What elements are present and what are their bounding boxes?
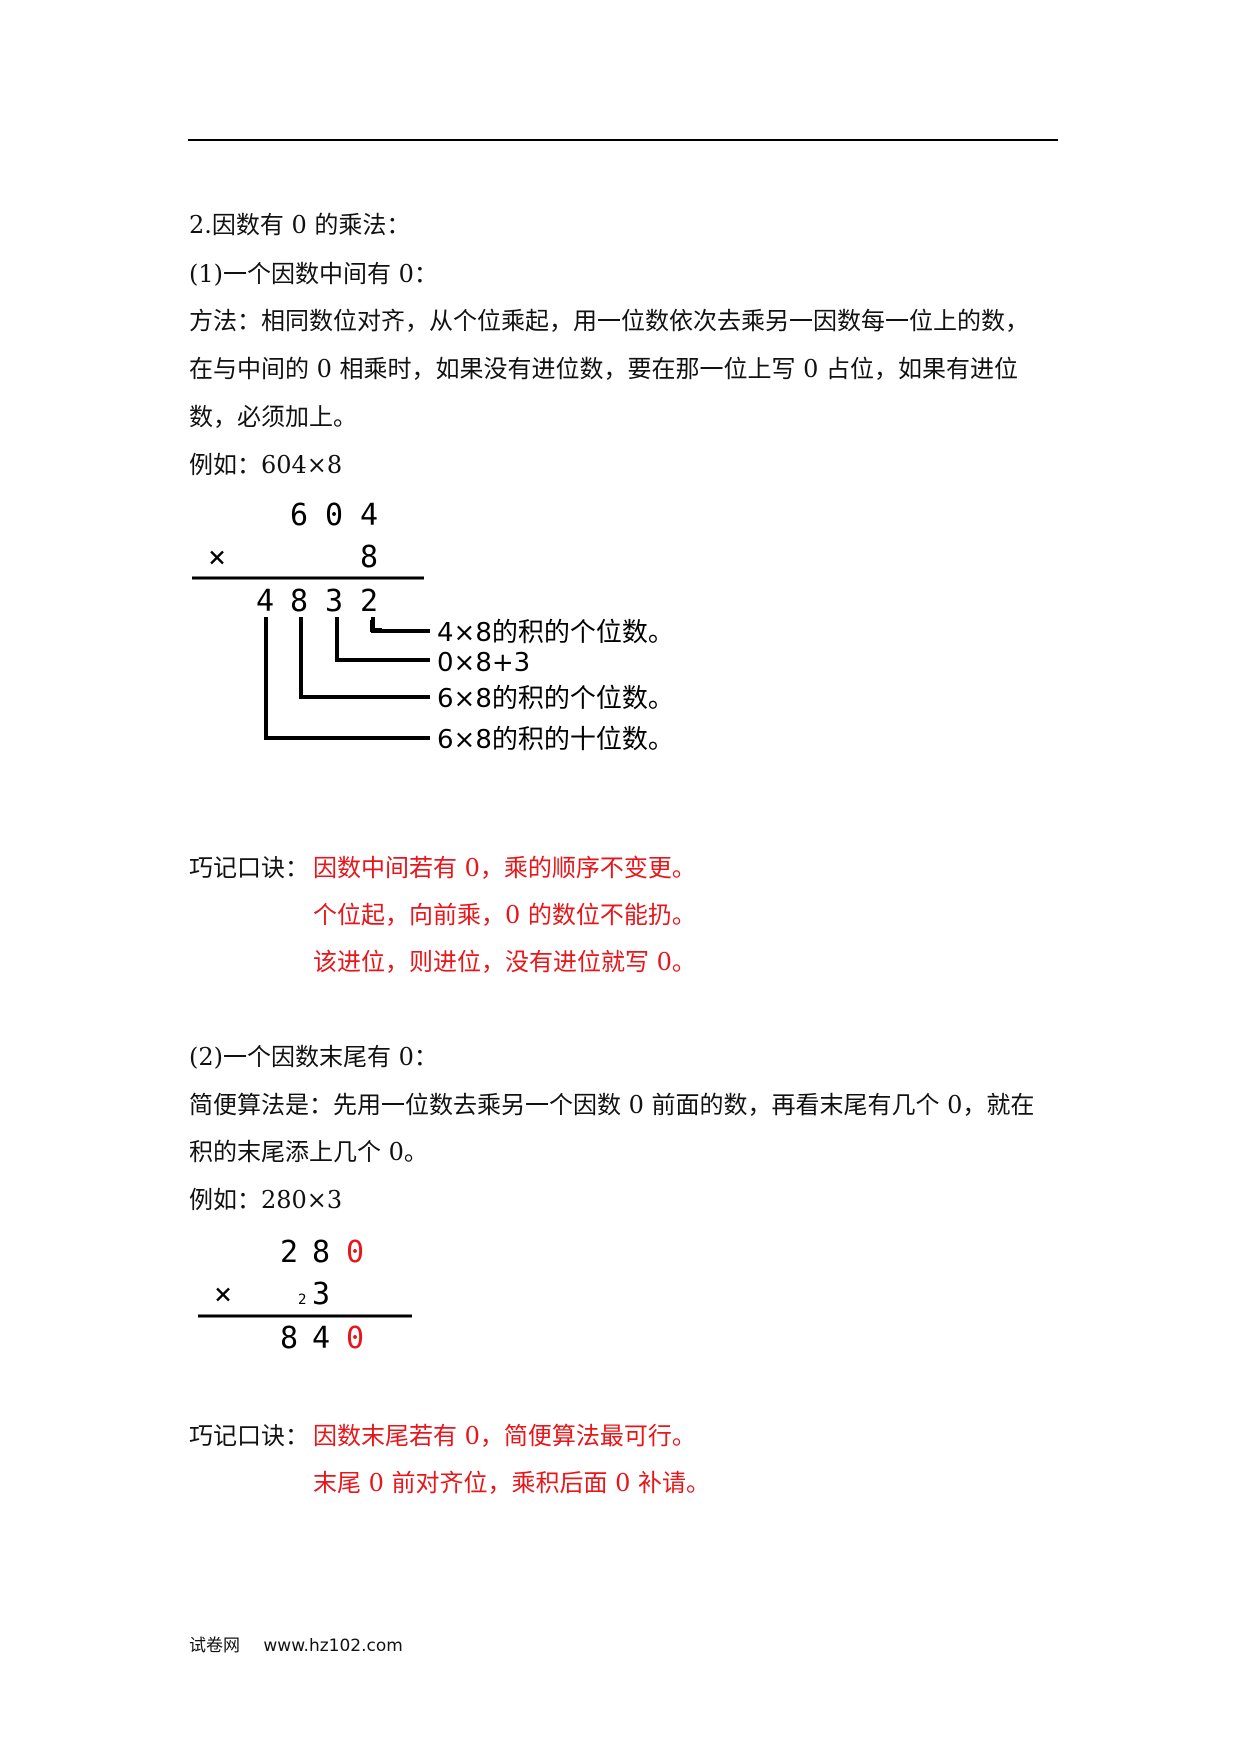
part2-method-line-1: 简便算法是：先用一位数去乘另一个因数 0 前面的数，再看末尾有几个 0，就在 [189,1091,1035,1119]
part1-mnemonic-line-2: 个位起，向前乘，0 的数位不能扔。 [313,901,696,929]
pointer-line [371,617,430,633]
pointer-line [299,617,430,699]
pointer-line [335,617,430,662]
times-sign: × [208,540,226,575]
digit: 6 [290,498,308,533]
part2-mnemonic-line-1: 因数末尾若有 0，简便算法最可行。 [313,1422,696,1450]
part1-mnemonic-line-3: 该进位，则进位，没有进位就写 0。 [313,948,696,976]
pointer-note: 4×8的积的个位数。 [437,618,674,648]
pointer-line [264,617,430,740]
pointer-note: 6×8的积的个位数。 [437,684,674,714]
section-title: 2.因数有 0 的乘法： [189,211,411,239]
digit-zero: 0 [346,1235,364,1270]
part2-mnemonic-line-2: 末尾 0 前对齐位，乘积后面 0 补请。 [313,1469,711,1497]
carry-digit: 2 [298,1292,306,1308]
digit: 2 [280,1235,298,1270]
part2-heading: (2)一个因数末尾有 0： [189,1043,438,1071]
result-digit-zero: 0 [346,1321,364,1356]
part2-example-label: 例如：280×3 [189,1186,343,1214]
part1-method-line-2: 在与中间的 0 相乘时，如果没有进位数，要在那一位上写 0 占位，如果有进位 [189,355,1019,383]
part1-mnemonic-line-1: 因数中间若有 0，乘的顺序不变更。 [313,854,696,882]
part1-heading: (1)一个因数中间有 0： [189,260,438,288]
part1-method-line-3: 数，必须加上。 [189,403,357,431]
header-rule [188,139,1058,141]
part1-mnemonic-label: 巧记口诀： [189,854,309,882]
pointer-note: 0×8+3 [437,648,530,678]
result-digit: 8 [290,584,308,619]
pointer-note: 6×8的积的十位数。 [437,725,674,755]
digit: 3 [312,1277,330,1312]
footer: 试卷网 www.hz102.com [189,1631,421,1656]
result-digit: 4 [256,584,274,619]
footer-site-name: 试卷网 [189,1636,240,1656]
footer-url[interactable]: www.hz102.com [263,1636,403,1656]
part1-method-line-1: 方法：相同数位对齐，从个位乘起，用一位数依次去乘另一因数每一位上的数， [189,307,1029,335]
digit: 0 [325,498,343,533]
result-digit: 4 [312,1321,330,1356]
digit: 8 [312,1235,330,1270]
result-digit: 2 [360,584,378,619]
digit: 8 [360,540,378,575]
digit: 4 [360,498,378,533]
result-digit: 8 [280,1321,298,1356]
part2-method-line-2: 积的末尾添上几个 0。 [189,1138,428,1166]
result-digit: 3 [325,584,343,619]
pointer-lines [264,617,430,740]
times-sign: × [214,1277,232,1312]
part1-example-label: 例如：604×8 [189,451,343,479]
part2-mnemonic-label: 巧记口诀： [189,1422,309,1450]
